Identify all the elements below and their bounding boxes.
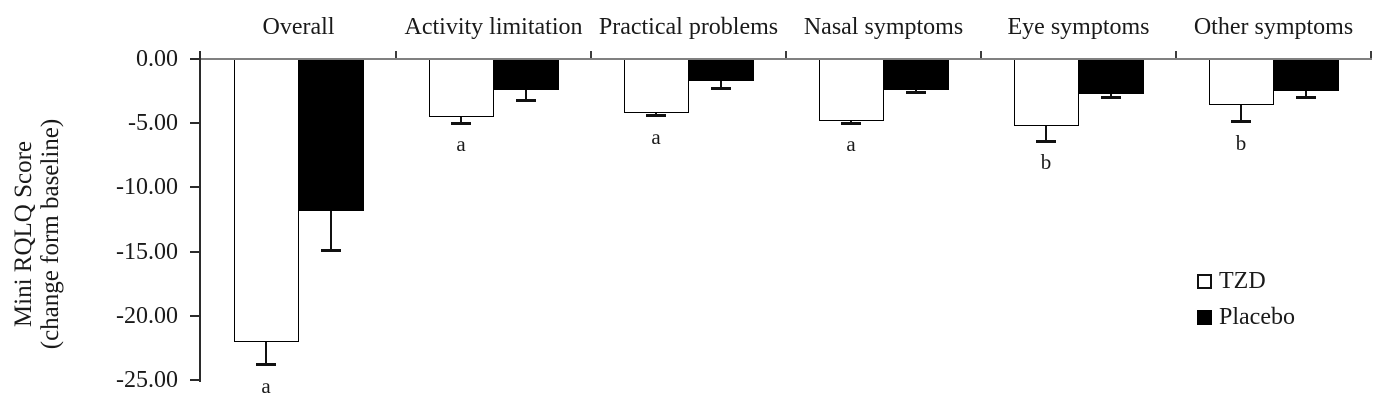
errorbar-cap-placebo-eye-symptoms	[1101, 96, 1121, 99]
y-tick-label-10-00: -10.00	[116, 174, 178, 201]
errorbar-tzd-other-symptoms	[1240, 105, 1242, 122]
y-axis-tick-5-00	[190, 122, 199, 125]
errorbar-cap-tzd-practical-problems	[646, 114, 666, 117]
y-axis-tick-20-00	[190, 314, 199, 317]
errorbar-placebo-activity-limitation	[525, 89, 527, 101]
errorbar-placebo-overall	[330, 210, 332, 251]
bar-tzd-activity-limitation	[428, 59, 494, 117]
x-axis-boundary-tick-4	[980, 51, 982, 59]
errorbar-placebo-other-symptoms	[1305, 91, 1307, 98]
errorbar-cap-placebo-activity-limitation	[516, 98, 536, 102]
errorbar-cap-placebo-nasal-symptoms	[906, 90, 926, 94]
errorbar-cap-placebo-practical-problems	[711, 87, 731, 90]
errorbar-tzd-activity-limitation	[460, 116, 462, 124]
significance-letter-other-symptoms: b	[1235, 130, 1247, 155]
errorbar-cap-tzd-activity-limitation	[451, 121, 471, 125]
significance-letter-nasal-symptoms: a	[846, 132, 856, 157]
category-label-other-symptoms: Other symptoms	[1193, 14, 1354, 40]
bar-tzd-eye-symptoms	[1013, 59, 1079, 126]
bar-placebo-nasal-symptoms	[883, 59, 949, 90]
x-axis-boundary-tick-5	[1175, 51, 1177, 59]
y-axis-title-line1: Mini RQLQ Score	[10, 140, 37, 328]
errorbar-cap-placebo-other-symptoms	[1296, 96, 1316, 99]
y-axis-tick-25-00	[190, 379, 199, 381]
x-axis-boundary-tick-1	[395, 51, 397, 59]
y-axis-tick-15-00	[190, 250, 199, 253]
legend-swatch-placebo	[1197, 309, 1212, 325]
y-tick-label-0-00: 0.00	[136, 46, 178, 72]
x-axis-baseline	[201, 58, 1372, 60]
category-label-activity-limitation: Activity limitation	[404, 14, 583, 40]
y-tick-label-25-00: -25.00	[116, 367, 178, 393]
x-axis-boundary-tick-2	[590, 51, 592, 59]
legend-label-placebo: Placebo	[1219, 303, 1295, 330]
bar-placebo-eye-symptoms	[1078, 59, 1144, 94]
y-tick-label-15-00: -15.00	[116, 238, 178, 265]
y-axis-tick-10-00	[190, 186, 199, 189]
y-axis-title-line2: (change form baseline)	[37, 118, 64, 350]
errorbar-placebo-practical-problems	[720, 80, 722, 89]
bar-placebo-overall	[298, 59, 364, 211]
errorbar-cap-tzd-other-symptoms	[1231, 120, 1251, 124]
y-axis-line	[199, 51, 201, 382]
bar-placebo-practical-problems	[688, 59, 754, 81]
significance-letter-eye-symptoms: b	[1040, 150, 1052, 175]
category-label-nasal-symptoms: Nasal symptoms	[803, 14, 964, 40]
y-tick-label-5-00: -5.00	[128, 110, 178, 137]
errorbar-tzd-overall	[265, 341, 267, 365]
bar-placebo-activity-limitation	[493, 59, 559, 90]
x-axis-boundary-tick-6	[1370, 51, 1372, 59]
bar-tzd-overall	[233, 59, 299, 342]
category-label-practical-problems: Practical problems	[598, 14, 779, 40]
bar-placebo-other-symptoms	[1273, 59, 1339, 92]
category-label-overall: Overall	[262, 14, 335, 40]
errorbar-placebo-eye-symptoms	[1110, 93, 1112, 98]
legend-item-tzd: TZD	[1197, 266, 1295, 296]
x-axis-boundary-tick-3	[785, 51, 787, 59]
significance-letter-activity-limitation: a	[456, 132, 466, 157]
legend: TZD Placebo	[1197, 266, 1295, 338]
legend-swatch-tzd	[1197, 273, 1212, 289]
errorbar-cap-tzd-eye-symptoms	[1036, 139, 1056, 143]
legend-label-tzd: TZD	[1219, 267, 1266, 294]
y-axis-title: Mini RQLQ Score (change form baseline)	[10, 84, 66, 384]
bar-tzd-practical-problems	[623, 59, 689, 113]
significance-letter-overall: a	[261, 373, 271, 398]
y-tick-label-20-00: -20.00	[116, 302, 178, 329]
errorbar-cap-tzd-nasal-symptoms	[841, 121, 861, 125]
significance-letter-practical-problems: a	[651, 124, 661, 149]
errorbar-cap-tzd-overall	[256, 363, 276, 367]
bar-tzd-nasal-symptoms	[818, 59, 884, 121]
category-label-eye-symptoms: Eye symptoms	[1007, 14, 1150, 40]
bar-tzd-other-symptoms	[1208, 59, 1274, 106]
y-axis-tick-0-00	[190, 58, 199, 60]
errorbar-cap-placebo-overall	[321, 248, 341, 252]
legend-item-placebo: Placebo	[1197, 302, 1295, 332]
errorbar-tzd-eye-symptoms	[1045, 125, 1047, 142]
